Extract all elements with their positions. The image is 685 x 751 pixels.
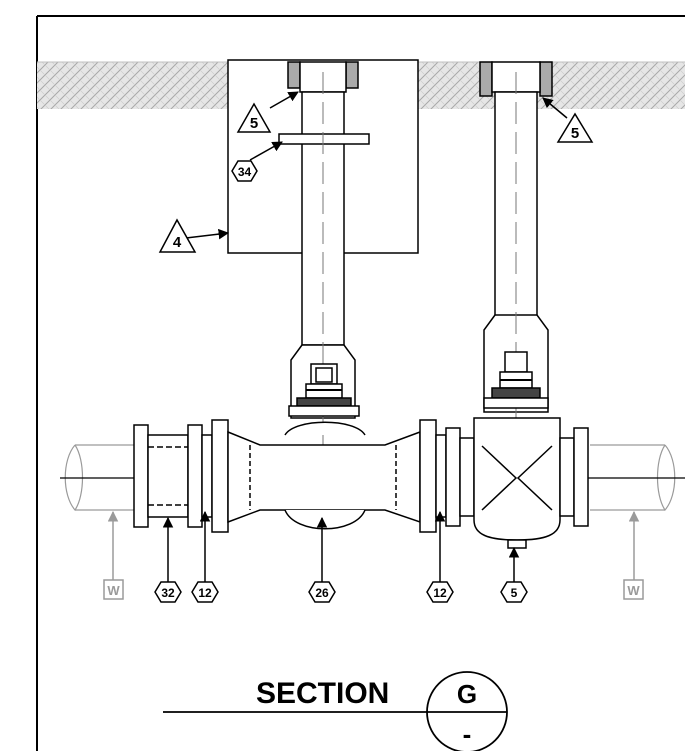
section-sheet: - <box>463 719 472 749</box>
hex-callout-34: 34 <box>231 160 258 182</box>
triangle-callout-5-right-label: 5 <box>571 125 579 142</box>
pipe-w-arrows <box>107 510 640 580</box>
box-callout-w-left-label: W <box>107 583 120 598</box>
valve-body <box>445 417 589 549</box>
hex-callout-12-right-label: 12 <box>433 586 447 600</box>
box-callout-w-left: W <box>103 579 124 600</box>
triangle-callout-4-label: 4 <box>173 234 182 251</box>
hex-callout-12-left: 12 <box>191 581 219 603</box>
hex-callout-5-label: 5 <box>511 586 518 600</box>
triangle-callout-5-left: 5 <box>236 102 272 133</box>
hex-callout-26-label: 26 <box>315 586 329 600</box>
section-letter: G <box>457 679 477 709</box>
box-callout-w-right-label: W <box>627 583 640 598</box>
hex-callout-34-label: 34 <box>238 165 252 179</box>
triangle-callout-5-left-label: 5 <box>250 115 258 132</box>
hex-callout-12-right: 12 <box>426 581 454 603</box>
section-title: SECTION <box>256 677 389 710</box>
hex-callout-32: 32 <box>154 581 182 603</box>
drawing-frame <box>36 15 685 751</box>
hex-callout-5: 5 <box>500 581 528 603</box>
hex-callout-12-left-label: 12 <box>198 586 212 600</box>
section-title-block: SECTION G - <box>163 671 508 751</box>
venturi-body <box>227 419 447 533</box>
triangle-callout-4: 4 <box>158 218 197 253</box>
leader-lines <box>162 91 568 582</box>
hex-callout-32-label: 32 <box>161 586 175 600</box>
left-riser <box>278 61 370 480</box>
hex-callout-26: 26 <box>308 581 336 603</box>
flange-assembly-left <box>133 419 229 533</box>
triangle-callout-5-right: 5 <box>556 112 594 143</box>
pipe-main <box>64 444 676 511</box>
box-callout-w-right: W <box>623 579 644 600</box>
